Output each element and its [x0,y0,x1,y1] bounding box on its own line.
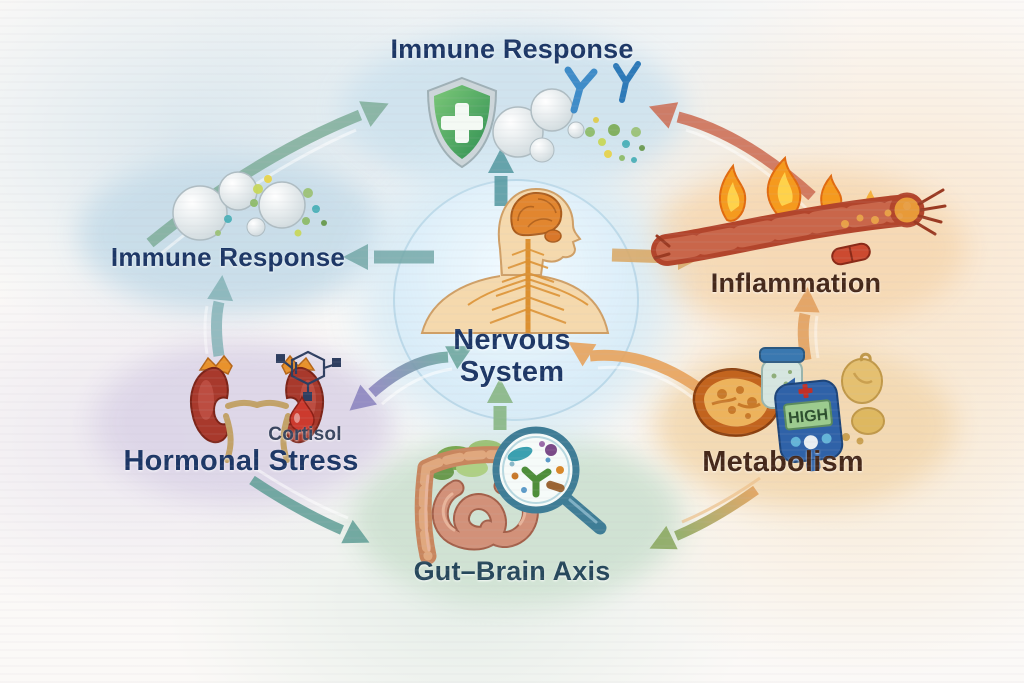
nervous-system-label-line2: System [459,355,565,388]
medical-cross-icon [798,383,813,399]
cortisol-molecule-icon [276,346,342,404]
cortisol-annotation: Cortisol [268,424,342,445]
glucose-meter-icon: HIGH [770,376,854,474]
shield-cross-icon [424,76,500,170]
immune-cells-left-icon [158,163,343,247]
nervous-system-label: Nervous System [422,324,602,389]
inflamed-vessel-icon [651,155,947,286]
metabolism-label: Metabolism [702,446,864,478]
human-nervous-system-icon [410,183,615,334]
inflammation-label: Inflammation [710,268,882,298]
magnifier-microbes-icon [490,426,620,544]
hormonal-stress-label: Hormonal Stress [123,445,359,477]
immune-left-label: Immune Response [110,242,346,272]
immune-top-label: Immune Response [390,34,634,64]
gut-brain-label: Gut–Brain Axis [413,556,611,586]
antibody-icon [556,58,646,120]
nervous-system-label-line1: Nervous [453,324,571,356]
immune-cells-icon [486,70,661,170]
pathogen-specks [215,175,327,237]
meter-reading: HIGH [787,406,829,427]
pill-icon [831,242,871,266]
food-items-icon [832,352,896,445]
pathogen-specks [585,117,645,163]
blood-drop-icon [288,395,316,432]
